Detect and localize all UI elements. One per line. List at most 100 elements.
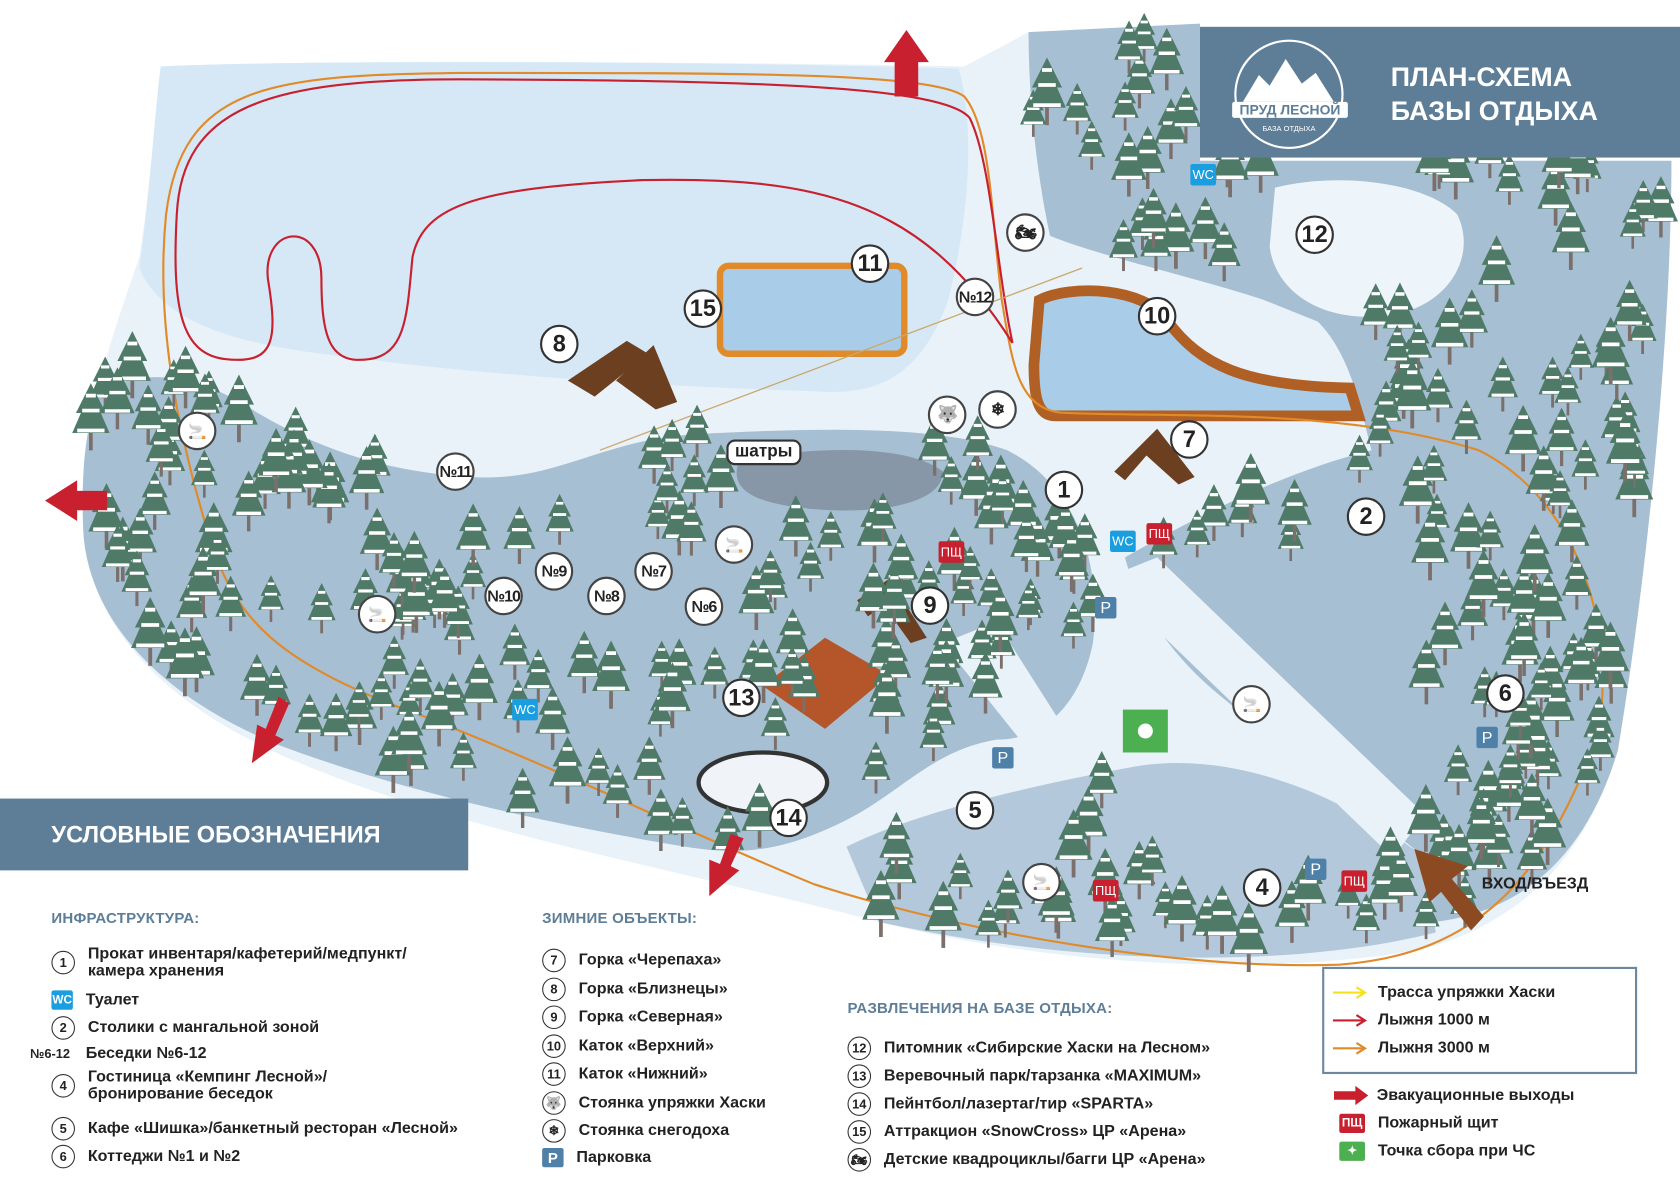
gazebo-marker-12[interactable]: №12 [955,277,995,317]
tree [566,630,602,694]
tree [878,567,911,624]
smoking-area-icon[interactable]: 🚬 [714,525,754,564]
fire-shield-badge[interactable]: ПЩ [1341,870,1368,892]
legend-key: 7 [542,948,566,973]
legend-item: 6 Коттеджи №1 и №2 [51,1144,240,1169]
marker-6[interactable]: 6 [1486,674,1525,713]
fire-shield-badge[interactable]: ПЩ [1146,523,1173,545]
fire-shield-badge[interactable]: ПЩ [1092,880,1119,902]
legend-text: Питомник «Сибирские Хаски на Лесном» [883,1038,1211,1057]
entrance-label: ВХОД/ВЪЕЗД [1481,874,1589,893]
tree [165,627,205,697]
marker-12[interactable]: 12 [1295,215,1334,255]
marker-8[interactable]: 8 [540,324,579,364]
tree [1123,51,1156,109]
marker-5[interactable]: 5 [955,791,995,830]
tree [1170,85,1202,141]
legend-text: Лыжня 3000 м [1377,1038,1490,1057]
tree [1574,748,1601,796]
smoking-area-icon[interactable]: 🚬 [1022,862,1061,902]
atv-icon[interactable]: 🏍 [1006,213,1045,252]
marker-14[interactable]: 14 [769,798,808,838]
tree [654,662,691,729]
legend-text: Пожарный щит [1377,1113,1499,1132]
legend-key: 6 [51,1144,76,1169]
tree [1586,719,1615,771]
tree [921,641,954,700]
wc-badge[interactable]: WC [1190,164,1217,186]
smoking-area-icon[interactable]: 🚬 [357,594,397,634]
tree [1407,783,1445,852]
marker-10[interactable]: 10 [1137,296,1177,336]
wc-badge[interactable]: WC [512,698,538,721]
tree [1478,235,1516,302]
gazebo-marker-11[interactable]: №11 [436,452,475,491]
tree [1516,524,1554,592]
tree [1366,406,1394,457]
smoking-area-icon[interactable]: 🚬 [1232,684,1271,724]
tree [778,495,813,557]
gazebo-marker-9[interactable]: №9 [534,552,574,591]
tree [1060,601,1087,649]
tree [657,418,687,471]
tree [367,670,395,720]
parking-badge[interactable]: P [1476,726,1498,749]
tree [1111,132,1147,197]
tree [968,651,1003,714]
marker-9[interactable]: 9 [910,586,950,625]
tree [1359,283,1392,340]
tree [1408,639,1445,705]
parking-badge[interactable]: P [992,747,1014,769]
legend-item: 4 Гостиница «Кемпинг Лесной»/ бронирован… [51,1068,327,1103]
legend-text: Кафе «Шишка»/банкетный ресторан «Лесной» [87,1119,458,1138]
parking-badge[interactable]: P [1305,858,1327,881]
tree [121,550,153,607]
tree [499,623,531,680]
tree [1078,120,1106,170]
trail-1000m [174,78,1014,361]
legend-text: Детские квадроциклы/багги ЦР «Арена» [883,1150,1206,1169]
gazebo-marker-10[interactable]: №10 [484,576,523,616]
marker-11[interactable]: 11 [850,244,890,283]
tree [257,575,284,622]
marker-15[interactable]: 15 [683,289,723,329]
parking-badge[interactable]: P [1095,597,1117,619]
marker-2[interactable]: 2 [1346,497,1386,536]
tree [280,406,311,462]
gazebo-marker-7[interactable]: №7 [634,552,673,591]
legend-text: Горка «Близнецы» [578,979,728,998]
slide-turtle [1114,428,1195,485]
wc-badge[interactable]: WC [1110,530,1136,553]
tree [1393,359,1432,429]
marker-1[interactable]: 1 [1044,470,1084,510]
tree [1015,583,1042,631]
legend-title: УСЛОВНЫЕ ОБОЗНАЧЕНИЯ [51,821,381,848]
tree [1487,356,1519,412]
tree [1383,324,1411,374]
tree [427,567,462,628]
marker-13[interactable]: 13 [722,678,761,718]
marker-4[interactable]: 4 [1242,868,1282,907]
husky-icon[interactable]: 🐺 [927,395,967,435]
smoking-area-icon[interactable]: 🚬 [177,411,217,451]
tree [1384,850,1418,912]
tree [668,796,697,847]
tree [592,640,631,709]
marker-7[interactable]: 7 [1170,420,1209,459]
snowmobile-icon[interactable]: ❄ [978,390,1017,429]
gazebo-marker-6[interactable]: №6 [684,587,724,626]
tree [1398,455,1437,524]
tree [1404,321,1433,371]
legend-key: №6-12 [30,1046,71,1062]
fire-shield-badge[interactable]: ПЩ [938,541,965,563]
tree [545,493,574,545]
tree [1451,399,1482,455]
legend-item: 🐺Стоянка упряжки Хаски [542,1090,766,1115]
tree [988,473,1017,525]
gazebo-marker-8[interactable]: №8 [587,576,626,616]
tree [231,470,266,532]
evacuation-arrow-southwest [251,696,290,764]
